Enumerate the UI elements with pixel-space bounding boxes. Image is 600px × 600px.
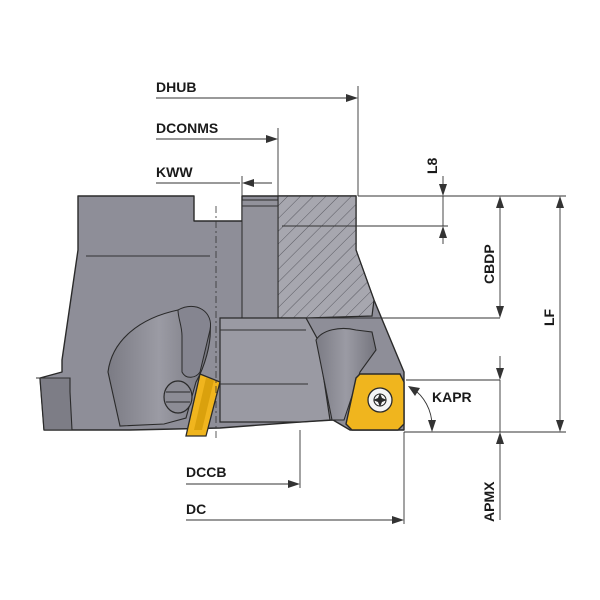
label-apmx: APMX — [481, 481, 497, 522]
label-cbdp: CBDP — [481, 244, 497, 284]
insert-right — [345, 373, 405, 431]
clamp-screw — [163, 380, 193, 414]
dim-cbdp: CBDP — [481, 196, 504, 318]
reference-lines — [215, 86, 405, 524]
dim-kww: KWW — [156, 164, 272, 187]
bore — [219, 317, 331, 423]
label-l8: L8 — [424, 157, 440, 174]
label-kww: KWW — [156, 164, 193, 180]
dim-dconms: DCONMS — [156, 120, 278, 143]
label-dhub: DHUB — [156, 79, 196, 95]
cutter-body — [36, 195, 405, 431]
dim-kapr: KAPR — [408, 386, 472, 432]
dim-l8: L8 — [424, 157, 447, 244]
label-dconms: DCONMS — [156, 120, 218, 136]
label-kapr: KAPR — [432, 389, 472, 405]
section-hatch — [277, 195, 375, 319]
body-step — [39, 377, 73, 431]
extension-lines-right — [282, 195, 566, 433]
dim-dccb: DCCB — [186, 464, 300, 488]
keyway-slot — [241, 199, 279, 319]
label-dc: DC — [186, 501, 206, 517]
dim-apmx: APMX — [481, 356, 504, 522]
dim-dhub: DHUB — [156, 79, 358, 102]
label-lf: LF — [541, 308, 557, 326]
insert-left — [185, 373, 221, 437]
dim-dc: DC — [186, 501, 404, 524]
dim-lf: LF — [541, 196, 564, 432]
label-dccb: DCCB — [186, 464, 226, 480]
